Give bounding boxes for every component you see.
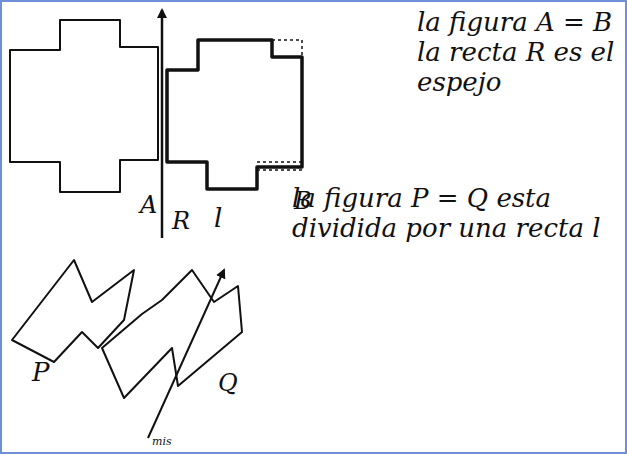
mirror-line-r: [161, 10, 164, 238]
figure-label: P: [32, 358, 50, 388]
figure-a: [10, 20, 158, 192]
small-mark: mis: [152, 436, 172, 449]
handwritten-note: la figura P = Q esta dividida por una re…: [292, 184, 602, 244]
figure-q: [102, 270, 242, 398]
line-label: R: [172, 208, 190, 236]
line-label: l: [214, 204, 222, 234]
line-l: [148, 270, 224, 438]
figure-label: A: [140, 192, 157, 220]
dotted-extension: [257, 40, 302, 170]
handwritten-note: la figura A = B la recta R es el espejo: [417, 8, 617, 98]
figure-p: [12, 260, 134, 362]
figure-label: Q: [218, 370, 238, 398]
figure-b: [167, 40, 302, 189]
